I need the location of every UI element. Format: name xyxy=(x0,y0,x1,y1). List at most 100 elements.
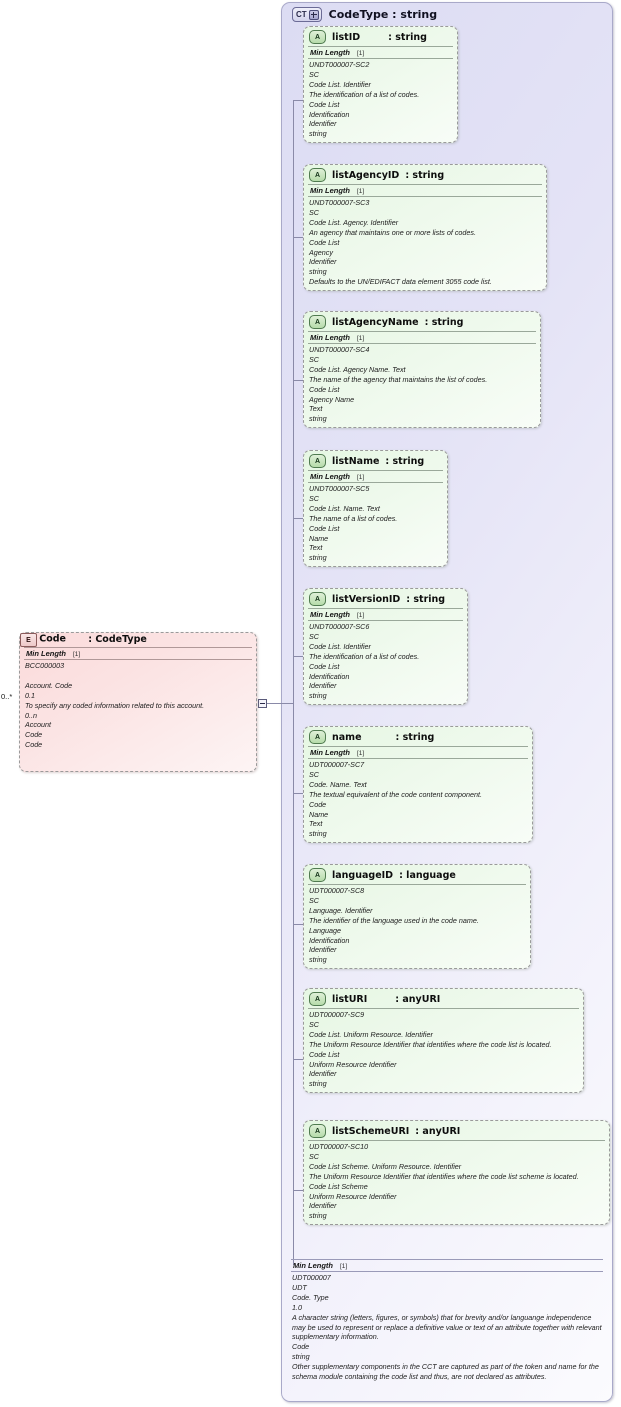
doc-line: Code. Type xyxy=(292,1292,329,1302)
doc-line: Text xyxy=(309,819,323,829)
doc-line: Text xyxy=(309,404,323,414)
doc-line: Name xyxy=(309,533,329,543)
doc-line: SC xyxy=(309,895,319,905)
doc-line: UNDT000007-SC5 xyxy=(309,484,370,493)
connector-stub xyxy=(293,656,303,657)
doc-line: The Uniform Resource Identifier that ide… xyxy=(309,1039,552,1049)
doc-line: The Uniform Resource Identifier that ide… xyxy=(309,1171,579,1181)
connector-stub xyxy=(293,793,303,794)
doc-line: SC xyxy=(309,69,319,79)
collapse-toggle[interactable] xyxy=(258,699,267,708)
attribute-type: : anyURI xyxy=(415,1125,461,1137)
attribute-name: listVersionID xyxy=(332,593,401,605)
attribute-name: name xyxy=(332,731,362,743)
doc-line: The identifier of the language used in t… xyxy=(309,915,479,925)
plus-icon[interactable] xyxy=(308,9,319,20)
doc-line: The name of a list of codes. xyxy=(309,513,398,523)
attribute-badge: A xyxy=(309,868,326,882)
doc-line: Language xyxy=(309,925,341,935)
facet-name: Min Length xyxy=(310,186,350,195)
doc-line: Code List. Uniform Resource. Identifier xyxy=(309,1029,433,1039)
doc-line xyxy=(25,671,252,681)
facet-cardinality: [1] xyxy=(357,50,365,57)
attribute-badge: A xyxy=(309,1124,326,1138)
connector-stub xyxy=(293,518,303,519)
doc-line: Code List Scheme xyxy=(309,1181,368,1191)
facet-name: Min Length xyxy=(310,472,350,481)
doc-line: UDT000007-SC9 xyxy=(309,1010,365,1019)
doc-line: Code List xyxy=(309,384,340,394)
doc-line: To specify any coded information related… xyxy=(25,700,205,710)
facet-name: Min Length xyxy=(26,649,66,658)
element-header: E Code : CodeType xyxy=(20,633,256,647)
complextype-badge[interactable]: CT xyxy=(292,7,322,22)
attribute-facet-row: Min Length[1] xyxy=(308,331,536,344)
attribute-name: listID xyxy=(332,31,361,43)
doc-line: UNDT000007-SC2 xyxy=(309,60,370,69)
facet-cardinality: [1] xyxy=(340,1263,348,1270)
doc-line: string xyxy=(309,129,327,139)
doc-line: Code List Scheme. Uniform Resource. Iden… xyxy=(309,1161,462,1171)
doc-line: Code List. Agency. Identifier xyxy=(309,217,399,227)
complextype-header: CT CodeType : string xyxy=(292,7,437,22)
doc-line: SC xyxy=(309,207,319,217)
attribute-facet-row: Min Length[1] xyxy=(308,184,542,197)
doc-line: The identification of a list of codes. xyxy=(309,651,420,661)
doc-line: string xyxy=(309,1079,327,1089)
attribute-badge: A xyxy=(309,315,326,329)
attribute-type: : string xyxy=(406,593,446,605)
doc-line: Code List. Name. Text xyxy=(309,503,380,513)
connector-element-to-type xyxy=(266,703,294,704)
attribute-separator xyxy=(308,884,526,885)
doc-line: Identifier xyxy=(309,119,337,129)
facet-name: Min Length xyxy=(310,610,350,619)
doc-line: Other supplementary components in the CC… xyxy=(292,1362,599,1382)
doc-line: UNDT000007-SC6 xyxy=(309,622,370,631)
element-type: : CodeType xyxy=(88,633,147,645)
doc-line: Identifier xyxy=(309,681,337,691)
doc-line: Identification xyxy=(309,671,350,681)
doc-line: An agency that maintains one or more lis… xyxy=(309,227,476,237)
attribute-type: : string xyxy=(388,31,427,43)
element-badge: E xyxy=(20,633,37,647)
attribute-type: : string xyxy=(395,731,435,743)
connector-stub xyxy=(293,1059,303,1060)
doc-line: Code List. Agency Name. Text xyxy=(309,364,406,374)
doc-line: Code List xyxy=(309,237,340,247)
attribute-type: : anyURI xyxy=(395,993,441,1005)
attribute-facet-row: Min Length[1] xyxy=(308,746,528,759)
doc-line: SC xyxy=(309,493,319,503)
doc-line: The name of the agency that maintains th… xyxy=(309,374,488,384)
doc-line: Code List. Identifier xyxy=(309,79,371,89)
attribute-type: : string xyxy=(424,316,464,328)
doc-line: Code List. Identifier xyxy=(309,641,371,651)
attribute-separator xyxy=(308,1008,579,1009)
doc-line: string xyxy=(309,553,327,563)
doc-line: Identifier xyxy=(309,1069,337,1079)
doc-line: UDT000007-SC10 xyxy=(309,1142,369,1151)
doc-line: Text xyxy=(309,543,323,553)
element-code[interactable]: E Code : CodeType Min Length [1] BCC0000… xyxy=(19,632,257,772)
attribute-name: listAgencyName xyxy=(332,316,419,328)
doc-line: SC xyxy=(309,769,319,779)
attribute-badge: A xyxy=(309,992,326,1006)
doc-line: string xyxy=(309,1211,327,1221)
doc-line: Language. Identifier xyxy=(309,905,373,915)
doc-line: Identification xyxy=(309,935,350,945)
